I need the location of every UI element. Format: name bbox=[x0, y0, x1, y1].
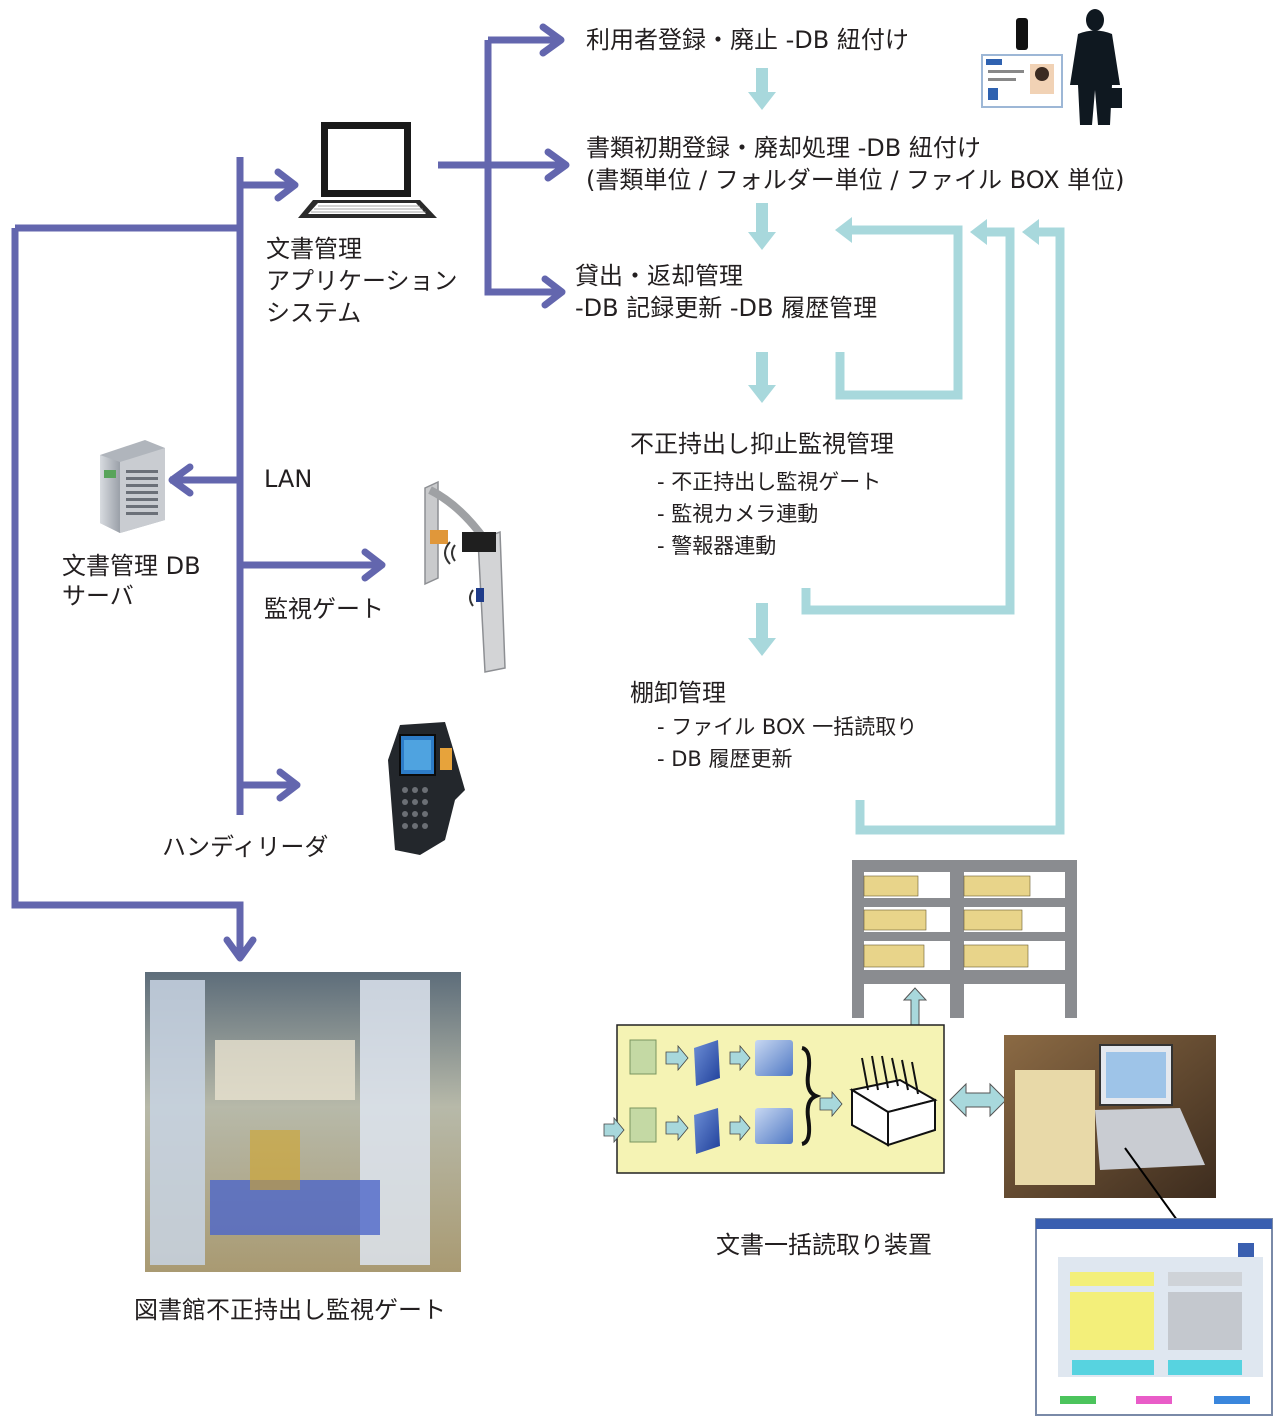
flow-step-lending-detail: -DB 記録更新 -DB 履歴管理 bbox=[575, 294, 878, 322]
monitoring-item-alarm: - 警報器連動 bbox=[657, 534, 777, 558]
inventory-item-db-history: - DB 履歴更新 bbox=[657, 747, 793, 771]
server-label-line1: 文書管理 DB bbox=[62, 552, 201, 580]
businessman-icon bbox=[1070, 9, 1122, 125]
flow-step-inventory-title: 棚卸管理 bbox=[630, 679, 726, 707]
gate-icon bbox=[424, 480, 506, 673]
flow-step-lending-title: 貸出・返却管理 bbox=[575, 262, 743, 290]
flow-step-user-registration: 利用者登録・廃止 -DB 紐付け bbox=[586, 26, 909, 54]
monitoring-item-camera: - 監視カメラ連動 bbox=[657, 502, 819, 526]
app-label-line1: 文書管理 bbox=[266, 235, 362, 263]
handy-reader-icon bbox=[388, 722, 465, 855]
double-arrow bbox=[949, 1082, 1007, 1118]
monitoring-item-gate: - 不正持出し監視ゲート bbox=[657, 470, 882, 494]
app-label-line3: システム bbox=[266, 299, 362, 327]
gate-label: 監視ゲート bbox=[264, 595, 384, 623]
photo-gate bbox=[145, 972, 461, 1272]
flow-down-arrows bbox=[748, 68, 776, 656]
caption-library-gate: 図書館不正持出し監視ゲート bbox=[134, 1296, 446, 1324]
laptop-icon bbox=[298, 122, 437, 218]
id-card-icon bbox=[981, 18, 1063, 108]
lan-network-lines bbox=[11, 36, 565, 955]
flow-feedback-loops bbox=[801, 225, 1065, 835]
lan-label: LAN bbox=[264, 465, 313, 493]
folder-icon bbox=[629, 1039, 657, 1143]
server-icon bbox=[100, 440, 165, 533]
screen-ui-icon bbox=[1035, 1218, 1273, 1416]
app-label-line2: アプリケーション bbox=[266, 267, 458, 295]
batch-process-panel bbox=[603, 1024, 945, 1174]
lan-arrowheads bbox=[168, 23, 570, 962]
shelf-rack-icon bbox=[852, 860, 1077, 1049]
photo-reader-device bbox=[1004, 1035, 1216, 1198]
inventory-item-batch-read: - ファイル BOX 一括読取り bbox=[657, 715, 918, 739]
handy-reader-label: ハンディリーダ bbox=[162, 833, 329, 861]
flow-step-monitoring-title: 不正持出し抑止監視管理 bbox=[630, 430, 894, 458]
flow-loop-arrowheads bbox=[835, 217, 1039, 245]
file-box-icon bbox=[849, 1055, 938, 1147]
flow-step-document-registration: 書類初期登録・廃却処理 -DB 紐付け bbox=[586, 134, 981, 162]
server-label-line2: サーバ bbox=[62, 582, 134, 610]
caption-batch-reader: 文書一括読取り装置 bbox=[716, 1231, 932, 1259]
flow-step-document-registration-units: (書類単位 / フォルダー単位 / ファイル BOX 単位) bbox=[586, 166, 1125, 194]
